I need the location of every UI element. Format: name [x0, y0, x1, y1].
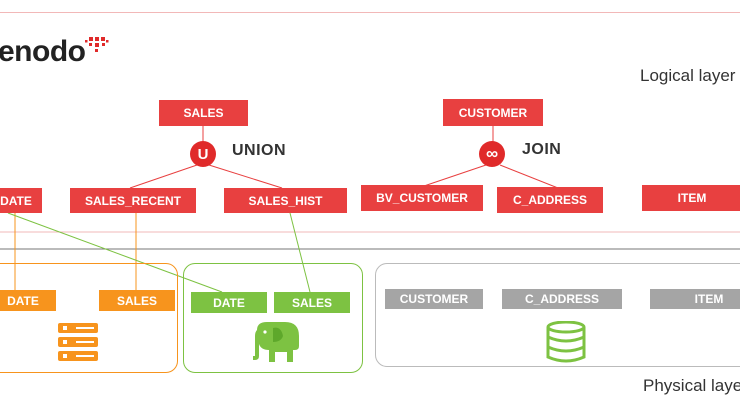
union-operator-icon[interactable]: U	[190, 141, 216, 167]
sales-view-box[interactable]: SALES	[159, 100, 248, 126]
bv-customer-view-box[interactable]: BV_CUSTOMER	[361, 185, 483, 211]
green-sales-table[interactable]: SALES	[274, 292, 350, 313]
union-label: UNION	[232, 142, 287, 159]
customer-view-box[interactable]: CUSTOMER	[443, 99, 543, 126]
top-border-line	[0, 12, 740, 13]
grey-c-address-table[interactable]: C_ADDRESS	[502, 289, 622, 309]
item-view-box[interactable]: ITEM	[642, 185, 740, 211]
denodo-logo: enodo	[0, 35, 130, 75]
join-operator-icon[interactable]: ∞	[479, 141, 505, 167]
green-date-table[interactable]: DATE	[191, 292, 267, 313]
orange-date-table[interactable]: DATE	[0, 290, 56, 311]
grey-source-group	[375, 263, 740, 367]
orange-sales-table[interactable]: SALES	[99, 290, 175, 311]
server-rack-icon	[58, 323, 98, 361]
orange-source-group	[0, 263, 178, 373]
hadoop-elephant-icon	[253, 322, 299, 362]
sales-hist-view-box[interactable]: SALES_HIST	[224, 188, 347, 213]
c-address-view-box[interactable]: C_ADDRESS	[497, 187, 603, 213]
sales-recent-view-box[interactable]: SALES_RECENT	[70, 188, 196, 213]
date-view-box[interactable]: DATE	[0, 188, 42, 213]
logical-layer-label: Logical layer	[640, 66, 736, 85]
brand-name: enodo	[0, 35, 86, 68]
database-cylinder-icon	[546, 321, 586, 363]
dots-cross-icon	[85, 37, 109, 52]
green-source-group	[183, 263, 363, 373]
join-label: JOIN	[522, 141, 562, 158]
physical-layer-label: Physical layer	[643, 376, 740, 395]
grey-customer-table[interactable]: CUSTOMER	[385, 289, 483, 309]
grey-item-table[interactable]: ITEM	[650, 289, 740, 309]
